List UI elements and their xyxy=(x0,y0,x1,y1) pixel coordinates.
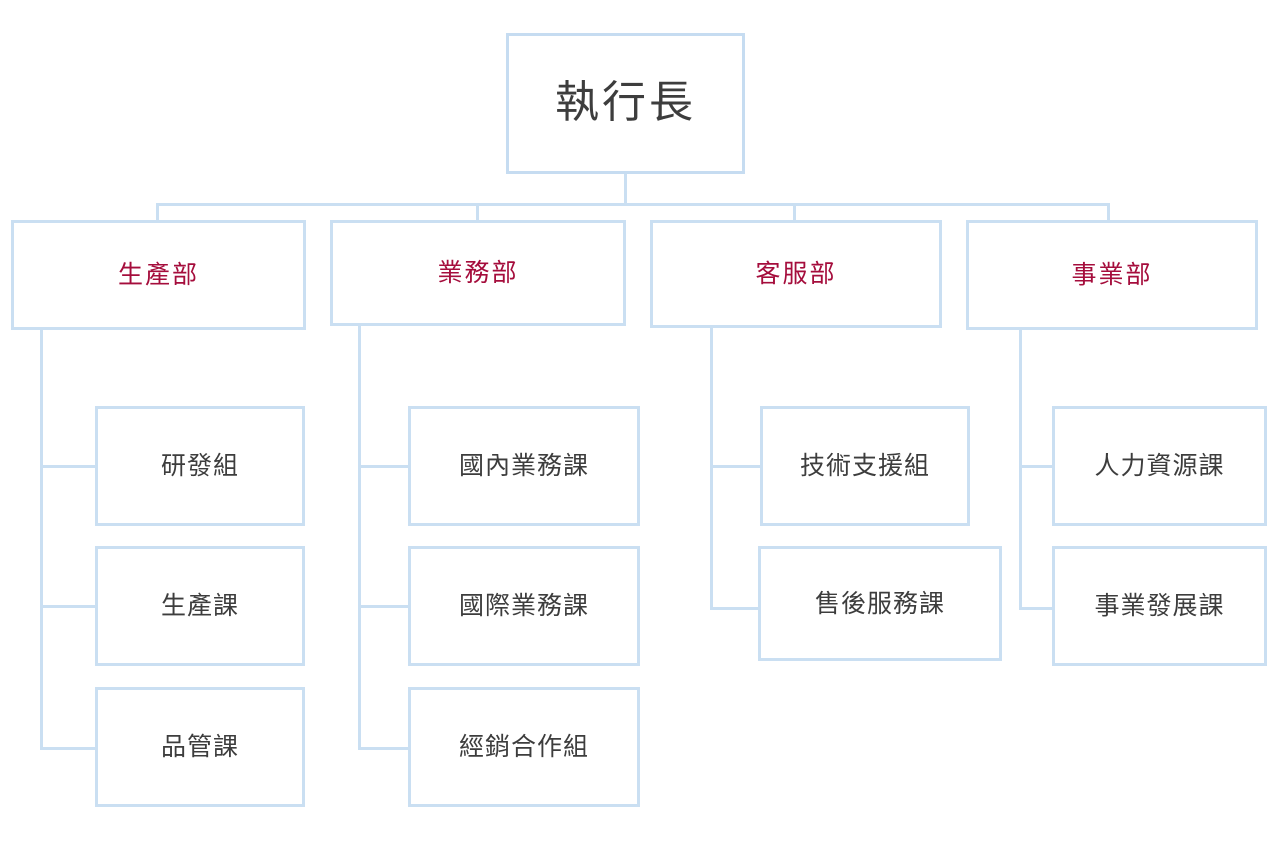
connector-dept2-branch-1 xyxy=(358,465,412,468)
node-unit-1-1[interactable]: 研發組 xyxy=(95,406,305,526)
node-unit-4-1[interactable]: 人力資源課 xyxy=(1052,406,1267,526)
connector-dept3-branch-1 xyxy=(710,465,762,468)
node-department-1[interactable]: 生產部 xyxy=(11,220,306,330)
node-department-2-label: 業務部 xyxy=(437,258,519,288)
node-ceo-label: 執行長 xyxy=(555,77,696,129)
connector-department-bus xyxy=(156,203,1110,206)
connector-dept4-stem xyxy=(1107,203,1110,222)
node-unit-1-1-label: 研發組 xyxy=(160,451,239,481)
node-unit-1-2-label: 生產課 xyxy=(160,591,239,621)
connector-dept1-branch-3 xyxy=(40,747,98,750)
node-ceo[interactable]: 執行長 xyxy=(506,33,745,174)
node-department-4-label: 事業部 xyxy=(1071,260,1153,290)
node-unit-3-2-label: 售後服務課 xyxy=(814,588,945,618)
connector-dept3-stem xyxy=(793,203,796,222)
node-unit-2-1[interactable]: 國內業務課 xyxy=(408,406,640,526)
connector-dept4-spine xyxy=(1019,330,1022,610)
node-unit-3-1-label: 技術支援組 xyxy=(799,451,930,481)
connector-dept2-spine xyxy=(358,326,361,750)
node-unit-2-1-label: 國內業務課 xyxy=(458,451,589,481)
node-department-3-label: 客服部 xyxy=(755,259,837,289)
connector-dept1-branch-1 xyxy=(40,465,98,468)
connector-dept2-stem xyxy=(476,203,479,222)
connector-dept3-spine xyxy=(710,328,713,610)
node-unit-2-3-label: 經銷合作組 xyxy=(458,732,589,762)
node-unit-4-2-label: 事業發展課 xyxy=(1094,591,1225,621)
node-department-4[interactable]: 事業部 xyxy=(966,220,1258,330)
connector-dept2-branch-2 xyxy=(358,605,412,608)
connector-dept4-branch-1 xyxy=(1019,465,1055,468)
connector-dept1-branch-2 xyxy=(40,605,98,608)
node-unit-1-3-label: 品管課 xyxy=(160,732,239,762)
node-unit-1-3[interactable]: 品管課 xyxy=(95,687,305,807)
node-unit-2-3[interactable]: 經銷合作組 xyxy=(408,687,640,807)
node-unit-3-1[interactable]: 技術支援組 xyxy=(760,406,970,526)
node-department-3[interactable]: 客服部 xyxy=(650,220,942,328)
node-department-2[interactable]: 業務部 xyxy=(330,220,626,326)
connector-root-stem xyxy=(624,174,627,203)
node-unit-3-2[interactable]: 售後服務課 xyxy=(758,546,1002,661)
connector-dept2-branch-3 xyxy=(358,747,412,750)
node-unit-2-2[interactable]: 國際業務課 xyxy=(408,546,640,666)
node-department-1-label: 生產部 xyxy=(117,260,199,290)
node-unit-2-2-label: 國際業務課 xyxy=(458,591,589,621)
connector-dept1-stem xyxy=(156,203,159,222)
connector-dept3-branch-2 xyxy=(710,607,762,610)
connector-dept1-spine xyxy=(40,330,43,750)
connector-dept4-branch-2 xyxy=(1019,607,1055,610)
node-unit-4-2[interactable]: 事業發展課 xyxy=(1052,546,1267,666)
node-unit-4-1-label: 人力資源課 xyxy=(1094,451,1225,481)
node-unit-1-2[interactable]: 生產課 xyxy=(95,546,305,666)
